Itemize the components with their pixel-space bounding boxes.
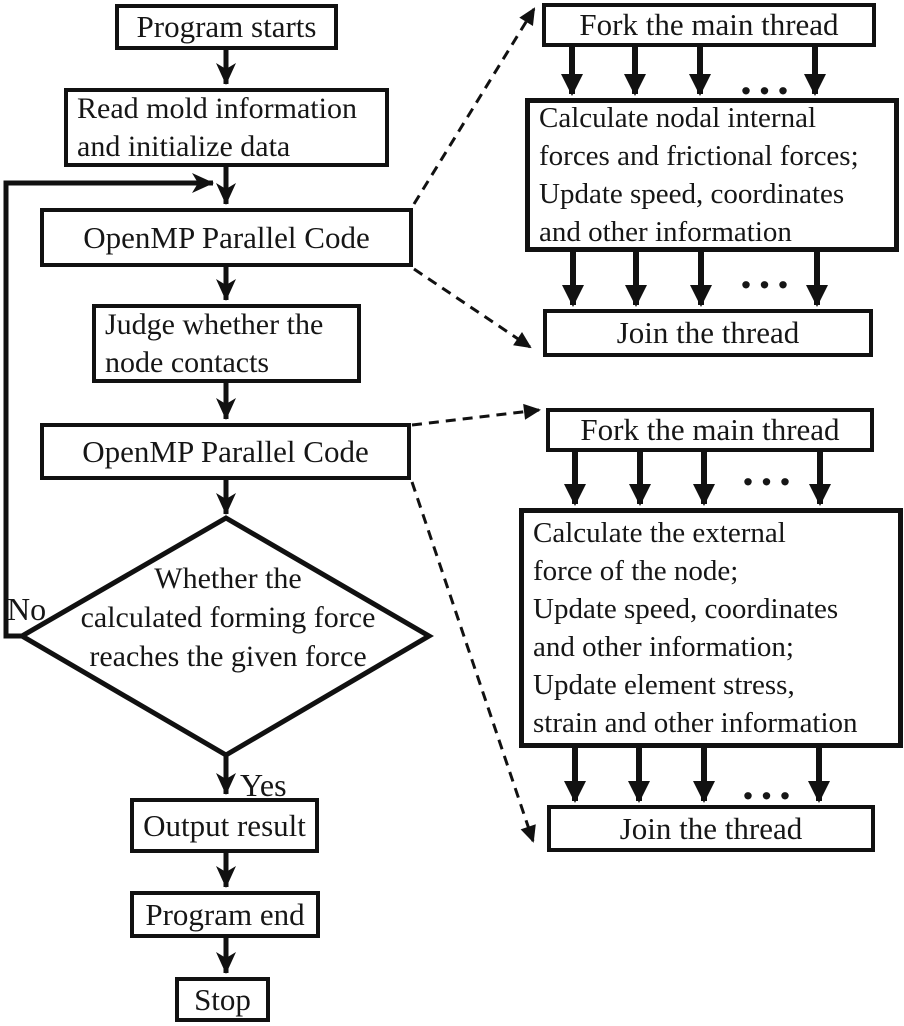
dashed-openmp1-to-join1: [413, 267, 532, 349]
node-program-end: Program end: [130, 891, 320, 938]
thread-ellipsis-2-top: ...: [742, 444, 798, 495]
node-calc-external-force: Calculate the external force of the node…: [519, 508, 903, 748]
dashed-openmp2-to-fork2: [411, 403, 541, 427]
node-read-mold: Read mold information and initialize dat…: [64, 88, 389, 167]
node-join-thread-2: Join the thread: [547, 805, 875, 852]
thread-ellipsis-1-top: ...: [740, 53, 796, 104]
dashed-openmp1-to-fork1: [412, 7, 536, 205]
node-openmp-parallel-2: OpenMP Parallel Code: [40, 423, 411, 480]
thread-ellipsis-2-bottom: ...: [742, 758, 798, 809]
node-output-result: Output result: [130, 798, 319, 853]
node-join-thread-1: Join the thread: [543, 309, 873, 357]
node-fork-thread-1: Fork the main thread: [542, 3, 876, 47]
branch-yes-label: Yes: [240, 767, 287, 803]
no-loop-connector: [3, 173, 214, 639]
node-calc-internal-forces: Calculate nodal internal forces and fric…: [525, 98, 899, 252]
thread-ellipsis-1-bottom: ...: [740, 247, 796, 298]
dashed-openmp2-to-join2: [410, 481, 536, 843]
node-judge-contact: Judge whether the node contacts: [92, 304, 361, 383]
node-stop: Stop: [175, 977, 270, 1022]
node-openmp-parallel-1: OpenMP Parallel Code: [40, 208, 413, 267]
node-program-starts: Program starts: [115, 4, 338, 50]
decision-label: Whether the calculated forming force rea…: [80, 562, 376, 673]
node-fork-thread-2: Fork the main thread: [546, 408, 874, 452]
branch-no-label: No: [7, 591, 47, 627]
